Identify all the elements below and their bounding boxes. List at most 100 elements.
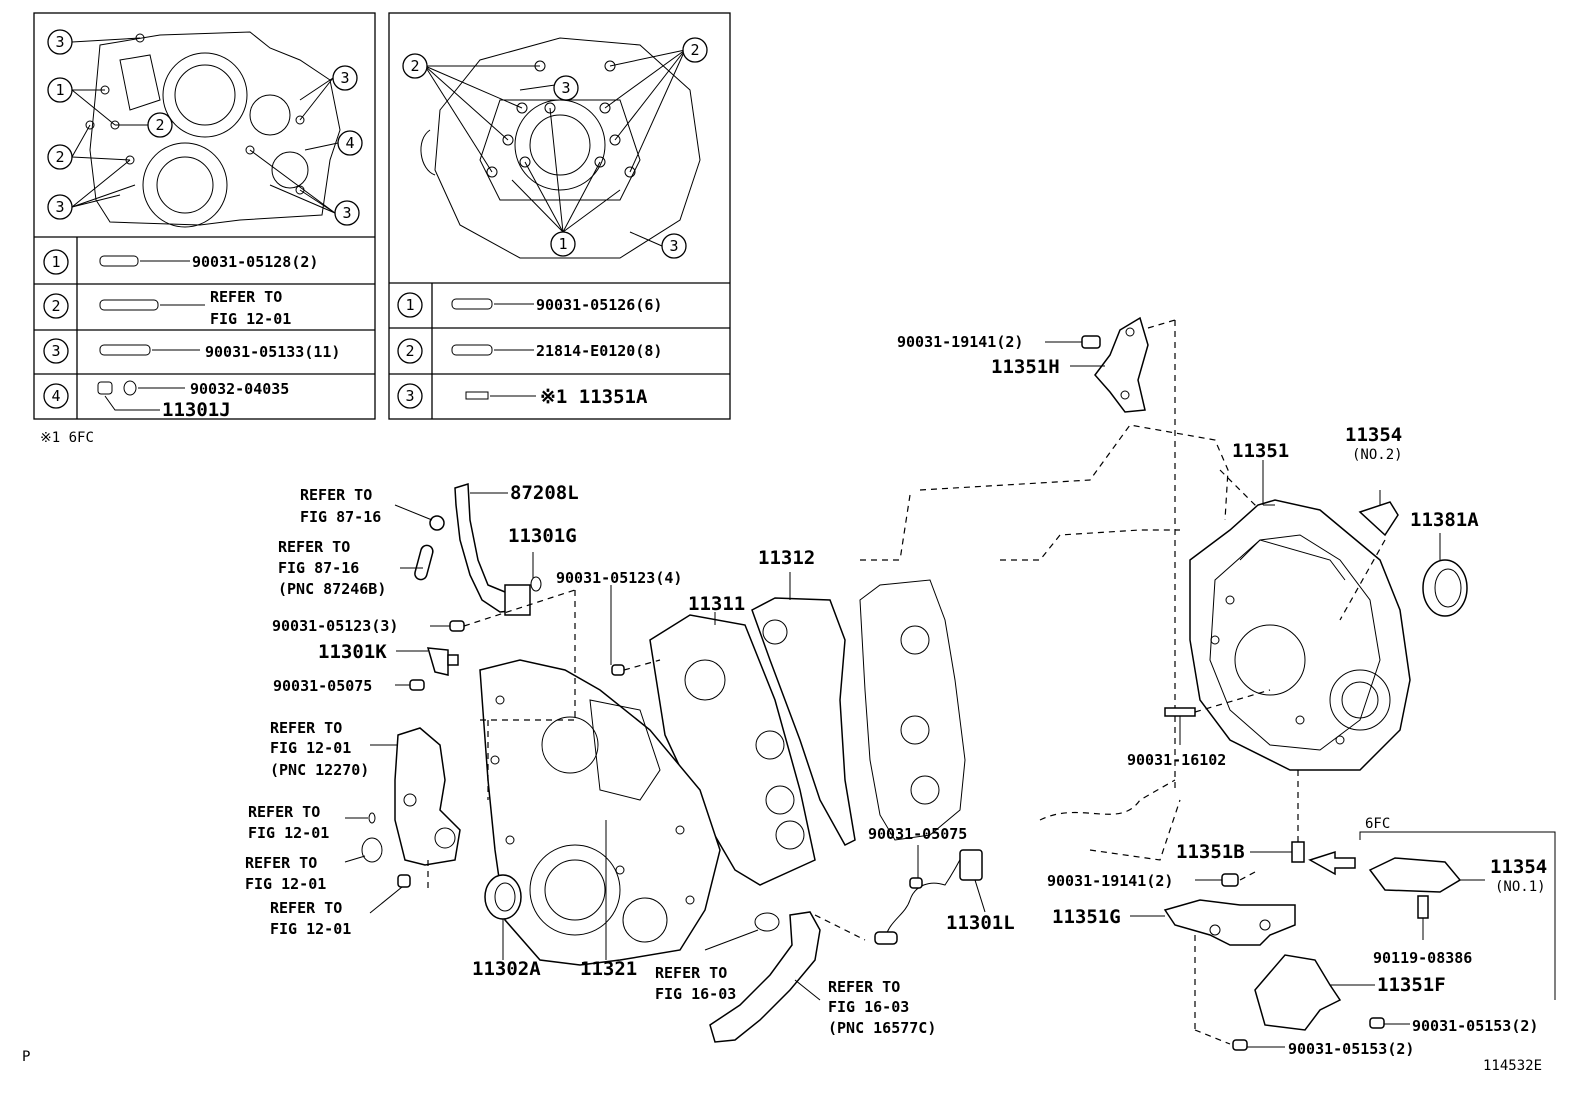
svg-text:1: 1 (405, 296, 414, 314)
refer-fig-12-01-c-line2: FIG 12-01 (245, 875, 326, 893)
label-90031-05153-a: 90031-05153(2) (1412, 1017, 1538, 1035)
label-90031-05153-b: 90031-05153(2) (1288, 1040, 1414, 1058)
refer-fig-87-16-b-line3: (PNC 87246B) (278, 580, 386, 598)
label-11354-no2-sub: (NO.2) (1352, 447, 1403, 463)
svg-text:3: 3 (669, 237, 678, 255)
timing-case-11321 (479, 659, 721, 966)
legend-right-row-2-text: 21814-E0120(8) (536, 342, 662, 360)
label-90031-05075-b: 90031-05075 (868, 825, 967, 843)
callout-4: 4 (345, 134, 354, 152)
label-6FC: 6FC (1365, 816, 1390, 832)
label-11351H: 11351H (991, 356, 1060, 378)
svg-text:2: 2 (51, 297, 60, 315)
refer-fig-16-03-a-line2: FIG 16-03 (655, 985, 736, 1003)
label-90119-08386: 90119-08386 (1373, 949, 1472, 967)
oil-pipe-87208L (414, 483, 542, 616)
refer-fig-12-01-d-line1: REFER TO (270, 899, 342, 917)
callout-3: 3 (55, 33, 64, 51)
svg-text:4: 4 (51, 387, 60, 405)
legend-left-callouts: 3 1 2 2 3 3 4 3 (47, 29, 363, 226)
label-11354-no1: 11354 (1490, 856, 1547, 878)
svg-text:3: 3 (51, 342, 60, 360)
callout-2: 2 (155, 116, 164, 134)
flywheel-housing-sketch (420, 37, 701, 259)
label-87208L: 87208L (510, 482, 579, 504)
refer-fig-87-16-a-line1: REFER TO (300, 486, 372, 504)
callout-1: 1 (55, 81, 64, 99)
label-90031-05123-4: 90031-05123(4) (556, 569, 682, 587)
label-11351F: 11351F (1377, 974, 1446, 996)
label-90031-16102: 90031-16102 (1127, 751, 1226, 769)
legend-row-4-text1: 90032-04035 (190, 380, 289, 398)
oil-seal-11381A (1422, 559, 1468, 617)
illustration-id: 114532E (1483, 1058, 1542, 1074)
label-11351: 11351 (1232, 440, 1289, 462)
refer-fig-12-01-a-line1: REFER TO (270, 719, 342, 737)
stud-90031-16102 (1164, 707, 1196, 717)
label-90031-05123-3: 90031-05123(3) (272, 617, 398, 635)
label-11381A: 11381A (1410, 509, 1479, 531)
callout-3: 3 (342, 204, 351, 222)
label-11351G: 11351G (1052, 906, 1121, 928)
refer-fig-87-16-a-line2: FIG 87-16 (300, 508, 381, 526)
callout-3: 3 (340, 69, 349, 87)
svg-text:3: 3 (405, 387, 414, 405)
label-11321: 11321 (580, 958, 637, 980)
timing-case-sketch (85, 31, 341, 228)
label-11301K: 11301K (318, 641, 387, 663)
legend-right-box: 2 2 3 1 3 1 90031-05126(6) 2 21814-E0120… (388, 12, 731, 420)
refer-fig-16-03-a-line1: REFER TO (655, 964, 727, 982)
svg-text:2: 2 (690, 41, 699, 59)
gasket-11312 (751, 597, 856, 846)
callout-3: 3 (55, 198, 64, 216)
plug-11351B (1291, 841, 1305, 863)
label-11311: 11311 (688, 593, 745, 615)
label-11351B: 11351B (1176, 841, 1245, 863)
legend-left-rows: 1 90031-05128(2) 2 REFER TO FIG 12-01 3 … (43, 249, 340, 421)
page-marker-left: P (22, 1049, 30, 1065)
part-labels: 87208L REFER TO FIG 87-16 REFER TO FIG 8… (245, 333, 1547, 1058)
label-90031-19141-bottom: 90031-19141(2) (1047, 872, 1173, 890)
legend-row-4-text2: 11301J (162, 399, 231, 421)
label-90031-05075-a: 90031-05075 (273, 677, 372, 695)
label-11354-no1-sub: (NO.1) (1495, 879, 1546, 895)
label-11301G: 11301G (508, 525, 577, 547)
oil-pump-housing (394, 727, 461, 866)
cover-plate-11354-no1 (1368, 857, 1462, 919)
refer-fig-12-01-d-line2: FIG 12-01 (270, 920, 351, 938)
legend-row-1-text: 90031-05128(2) (192, 253, 318, 271)
bracket-11351F (1254, 954, 1342, 1031)
legend-left-box: 3 1 2 2 3 3 4 3 1 90031-05128(2) 2 REFER… (33, 12, 376, 421)
refer-fig-12-01-a-line2: FIG 12-01 (270, 739, 351, 757)
label-90031-19141-top: 90031-19141(2) (897, 333, 1023, 351)
bracket-11351H (1081, 316, 1149, 413)
arrow-indicator (1308, 850, 1356, 876)
rear-plate-outline (859, 579, 966, 841)
sensor-11301K (426, 647, 459, 676)
legend-right-row-1-text: 90031-05126(6) (536, 296, 662, 314)
refer-fig-12-01-b-line2: FIG 12-01 (248, 824, 329, 842)
legend-right-rows: 1 90031-05126(6) 2 21814-E0120(8) 3 ※1 1… (397, 292, 662, 409)
oil-seal-11302A (484, 874, 522, 920)
label-11312: 11312 (758, 547, 815, 569)
refer-fig-87-16-b-line2: FIG 87-16 (278, 559, 359, 577)
callout-2: 2 (55, 148, 64, 166)
flywheel-housing-11351 (1189, 499, 1411, 771)
legend-right-callouts: 2 2 3 1 3 (402, 37, 708, 259)
sensor-11301L (874, 849, 983, 945)
water-pipe (709, 911, 821, 1043)
svg-text:1: 1 (51, 253, 60, 271)
label-11354-no2: 11354 (1345, 424, 1402, 446)
legend-row-3-text: 90031-05133(11) (205, 343, 340, 361)
bracket-11351G (1163, 873, 1296, 946)
svg-text:1: 1 (558, 235, 567, 253)
refer-fig-16-03-b-line1: REFER TO (828, 978, 900, 996)
refer-fig-12-01-a-line3: (PNC 12270) (270, 761, 369, 779)
refer-fig-16-03-b-line3: (PNC 16577C) (828, 1019, 936, 1037)
svg-text:2: 2 (410, 57, 419, 75)
refer-fig-87-16-b-line1: REFER TO (278, 538, 350, 556)
label-11301L: 11301L (946, 912, 1015, 934)
legend-row-2-line2: FIG 12-01 (210, 310, 291, 328)
